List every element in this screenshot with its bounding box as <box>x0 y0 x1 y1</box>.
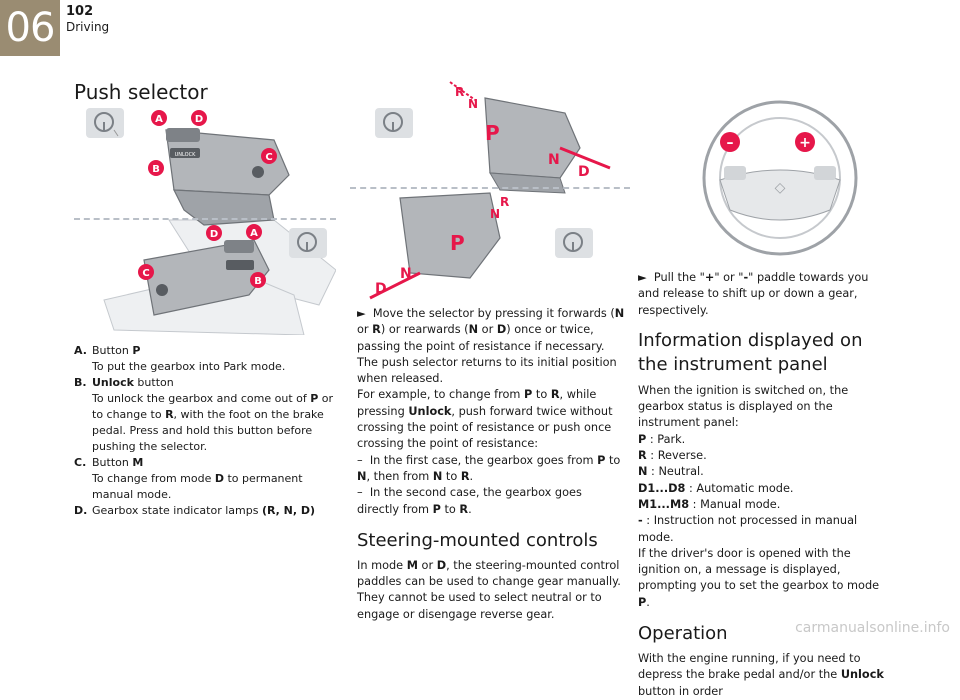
pos-n-top-2: N <box>548 152 560 168</box>
para-paddle: ► Pull the "+" or "-" paddle towards you… <box>638 271 869 317</box>
selector-top <box>484 97 581 194</box>
page-title: Push selector <box>74 80 208 104</box>
legend-body: Gearbox state indicator lamps (R, N, D) <box>92 504 316 517</box>
heading-operation: Operation <box>638 623 728 645</box>
para-return: The push selector returns to its initial… <box>357 355 617 386</box>
logo-icon: ◇ <box>775 180 786 196</box>
selector-figure-labels: UNLOCK A D B C D A C B <box>86 108 336 335</box>
status-dash: - : Instruction not processed in manual … <box>638 514 858 544</box>
pos-n-top: N <box>468 97 478 111</box>
para-move: ► Move the selector by pressing it forwa… <box>357 307 625 353</box>
heading-steering: Steering-mounted controls <box>357 529 598 551</box>
middle-column: ► Move the selector by pressing it forwa… <box>357 306 627 623</box>
label-d: D <box>195 114 203 125</box>
unlock-label: UNLOCK <box>175 152 196 158</box>
status-d: D1...D8 : Automatic mode. <box>638 481 794 495</box>
selector-positions-figure: R N P N D R N P N D <box>369 81 611 300</box>
legend-item-d: D. Gearbox state indicator lamps (R, N, … <box>74 503 336 519</box>
pos-n-bottom: N <box>490 207 500 221</box>
watermark: carmanualsonline.info <box>795 620 950 636</box>
label-a: A <box>155 114 163 125</box>
minus-paddle <box>720 132 740 152</box>
pos-r-bottom: R <box>500 195 509 209</box>
steering-wheel-icon <box>86 108 124 138</box>
steering-wheel-icon-2 <box>289 228 327 258</box>
para-first-case: – In the first case, the gearbox goes fr… <box>357 453 621 483</box>
figure-divider-2 <box>350 187 630 189</box>
label-c: C <box>265 152 272 163</box>
para-steering: In mode M or D, the steering-mounted con… <box>357 558 621 621</box>
pos-p-top: P <box>485 121 500 145</box>
pos-d-top: D <box>578 164 590 180</box>
label-b-2: B <box>254 276 262 287</box>
plus-paddle <box>795 132 815 152</box>
label-a-2: A <box>250 228 258 239</box>
minus-label: – <box>727 135 734 151</box>
plus-label: + <box>799 135 811 151</box>
status-n: N : Neutral. <box>638 465 704 479</box>
para-second-case: – In the second case, the gearbox goes d… <box>357 486 582 516</box>
page-number: 102 <box>66 4 94 19</box>
para-operation: With the engine running, if you need to … <box>638 652 884 698</box>
status-r: R : Reverse. <box>638 449 707 463</box>
label-c-2: C <box>142 268 149 279</box>
pos-n-bottom-2: N <box>400 266 412 282</box>
steering-wheel-icon-4 <box>555 228 593 258</box>
steering-wheel-figure: ◇ – + <box>702 100 858 256</box>
chapter-number: 06 <box>0 0 60 56</box>
pos-p-bottom: P <box>450 231 465 255</box>
heading-info: Information displayed on the instrument … <box>638 329 863 375</box>
status-m: M1...M8 : Manual mode. <box>638 497 781 511</box>
selector-bottom <box>399 192 501 279</box>
section-name: Driving <box>66 20 110 34</box>
label-b: B <box>152 164 160 175</box>
status-p: P : Park. <box>638 432 686 446</box>
para-info-intro: When the ignition is switched on, the ge… <box>638 383 849 430</box>
para-example: For example, to change from P to R, whil… <box>357 388 613 451</box>
figure-divider <box>74 218 336 220</box>
label-d-2: D <box>210 229 218 240</box>
pos-d-bottom: D <box>375 281 387 297</box>
steering-wheel-icon-3 <box>375 108 413 138</box>
para-door: If the driver's door is opened with the … <box>638 546 880 609</box>
pos-r-top: R <box>455 85 464 99</box>
